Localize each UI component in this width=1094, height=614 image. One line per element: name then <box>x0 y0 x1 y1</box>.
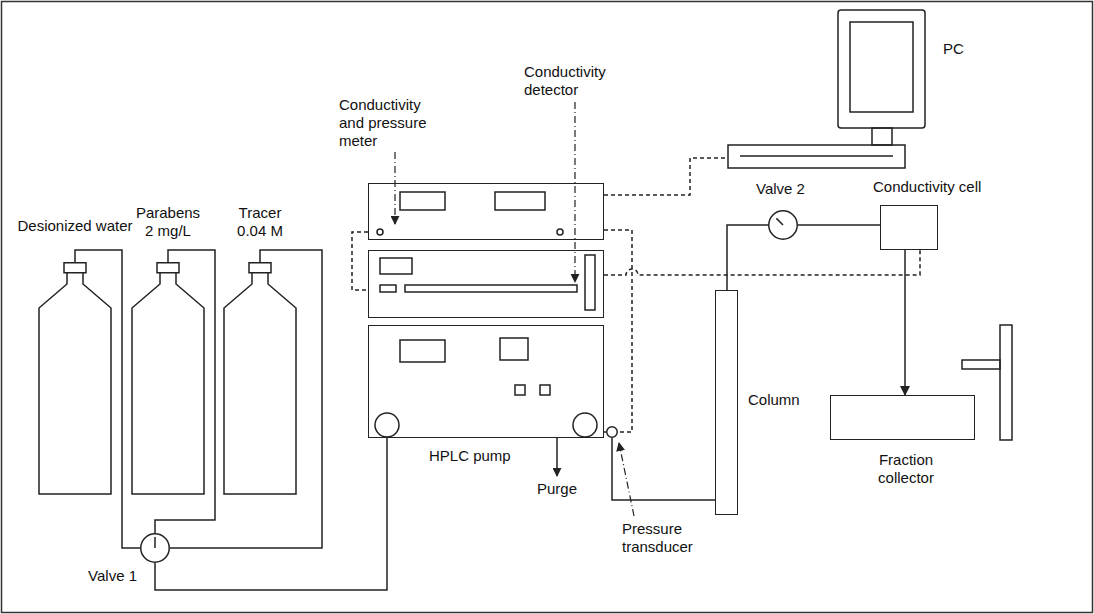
reservoir-bottle: Parabens 2 mg/L <box>130 262 206 495</box>
node-label: Valve 1 <box>82 567 137 585</box>
valve-symbol: Valve 1 <box>140 533 170 563</box>
circle-outline <box>768 210 798 240</box>
cell-box: Conductivity cell <box>880 205 938 250</box>
bottle-body <box>224 272 296 494</box>
computer: PC <box>728 10 935 168</box>
collector-box: Fraction collector <box>830 395 975 440</box>
detector-details <box>380 255 595 310</box>
node-label: Desionized water <box>10 217 140 235</box>
valve-symbol: Valve 2 <box>768 210 798 240</box>
node-label: Parabens 2 mg/L <box>133 204 203 240</box>
circle-body <box>607 427 618 438</box>
circle-body <box>769 211 798 240</box>
signal-line <box>604 158 728 195</box>
node-label: Fraction collector <box>866 451 946 487</box>
node-label: Conductivity and pressure meter <box>339 96 439 150</box>
node-label: Conductivity cell <box>873 178 1003 196</box>
meter-box: Conductivity and pressure meter <box>368 183 604 240</box>
bottle-body <box>39 272 111 494</box>
tubing-line <box>904 250 906 395</box>
purge-arrow <box>556 438 558 476</box>
reservoir-bottle: Tracer 0.04 M <box>222 262 298 495</box>
valve-handle <box>776 218 783 225</box>
tubing-line <box>727 225 768 290</box>
bottle-cap <box>64 263 86 273</box>
tubing-line <box>612 438 715 500</box>
bottle-cap <box>157 263 179 273</box>
bottle-outline <box>222 262 298 495</box>
node-label: Valve 2 <box>756 180 816 198</box>
circle-outline <box>140 533 170 563</box>
column-tube: Column <box>715 290 738 515</box>
node-label: Pressure transducer <box>622 520 707 556</box>
bottle-body <box>132 272 204 494</box>
node-label: HPLC pump <box>429 447 529 465</box>
collector-stand <box>962 325 1012 440</box>
detector-box: Conductivity detector <box>368 250 604 318</box>
bottle-outline <box>130 262 206 495</box>
pump-details <box>375 338 597 437</box>
pump-box: HPLC pump <box>368 325 604 438</box>
tubing-line <box>604 431 606 433</box>
leader-line <box>574 102 575 282</box>
tubing-line <box>798 224 880 226</box>
circle-outline <box>606 426 618 438</box>
pc-drawing <box>728 10 925 168</box>
transducer-symbol: Pressure transducer <box>606 426 618 438</box>
leader-line <box>394 152 395 224</box>
node-label: Conductivity detector <box>524 63 619 99</box>
bottle-outline <box>37 262 113 495</box>
node-label: Tracer 0.04 M <box>230 204 290 240</box>
node-label: PC <box>943 40 983 58</box>
node-label: Column <box>748 391 808 409</box>
signal-line <box>604 250 920 275</box>
signal-line <box>352 232 368 290</box>
bottle-cap <box>249 263 271 273</box>
outlet-label: Purge <box>527 480 587 498</box>
signal-line <box>604 230 632 432</box>
circle-body <box>141 534 170 563</box>
meter-details <box>377 192 563 235</box>
reservoir-bottle: Desionized water <box>37 262 113 495</box>
leader-line <box>619 443 634 516</box>
valve-handle <box>154 537 156 548</box>
